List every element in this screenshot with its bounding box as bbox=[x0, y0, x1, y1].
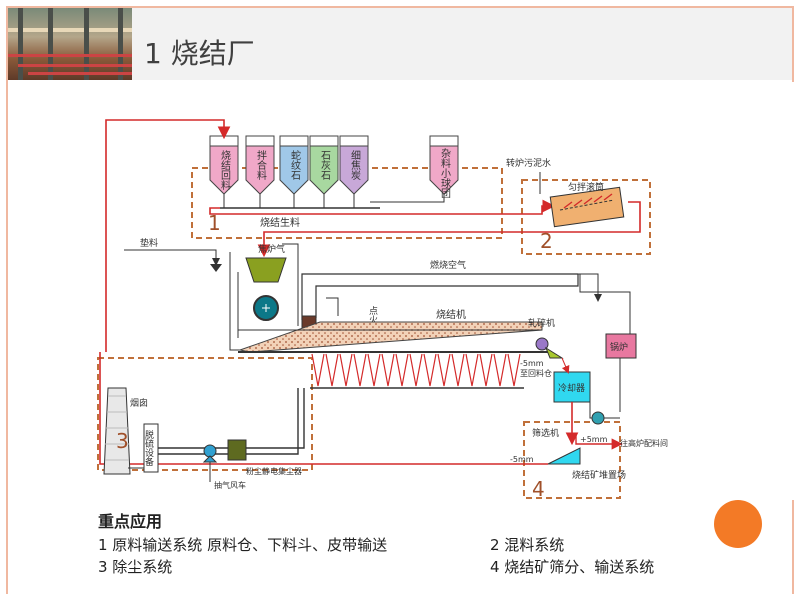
bin-misc-pellets bbox=[429, 135, 459, 195]
surge-hopper bbox=[245, 257, 287, 283]
boiler bbox=[605, 333, 637, 359]
undersize-return-line bbox=[99, 352, 548, 465]
bin-label-serpentine: 蛇纹石 bbox=[289, 149, 301, 180]
wind-boxes bbox=[311, 353, 521, 387]
label-esp: 粉尘静电集尘器 bbox=[246, 466, 302, 476]
label-cooler: 冷却器 bbox=[558, 382, 585, 394]
label-mixer: 匀拌滚筒 bbox=[568, 181, 604, 193]
label-crusher: 轧碎机 bbox=[528, 317, 555, 329]
notes-heading: 重点应用 bbox=[98, 512, 163, 531]
label-exhaust-fan: 抽气风车 bbox=[214, 480, 246, 490]
label-ignition: 点火炉 bbox=[367, 306, 378, 334]
label-sinter-raw: 烧结生料 bbox=[260, 216, 300, 229]
mixer-drum bbox=[549, 186, 625, 228]
label-minus5-return: -5mm bbox=[520, 359, 544, 368]
bin-label-return-fines: 烧结回料 bbox=[219, 149, 231, 191]
note-item-1: 1 原料输送系统 原料仓、下料斗、皮带输送 bbox=[98, 536, 388, 554]
bin-fine-coke bbox=[339, 135, 369, 195]
sinter-bed bbox=[238, 321, 543, 353]
raw-mix-line bbox=[209, 199, 556, 215]
label-minus5-screen: -5mm bbox=[510, 455, 534, 464]
bin-label-limestone: 石灰石 bbox=[319, 150, 331, 180]
zone-2-box bbox=[521, 179, 651, 255]
page-title: 1 烧结厂 bbox=[144, 37, 255, 70]
label-bedding: 垫料 bbox=[140, 237, 158, 249]
label-plus5: +5mm bbox=[580, 435, 608, 444]
electrostatic-precipitator bbox=[227, 439, 247, 461]
zone-1-number: 1 bbox=[208, 211, 221, 235]
zone-2-number: 2 bbox=[540, 229, 553, 253]
label-converter-mud: 转炉污泥水 bbox=[506, 157, 551, 169]
label-desulfur: 脱硫设备 bbox=[143, 429, 154, 466]
slide-frame-left bbox=[6, 6, 8, 594]
label-coke-gas: 焦炉气 bbox=[258, 243, 285, 255]
bin-label-misc-pellets: 杂料小球团 bbox=[439, 148, 451, 199]
label-chimney: 烟囱 bbox=[130, 397, 148, 409]
label-boiler: 锅炉 bbox=[610, 341, 628, 353]
crusher bbox=[535, 337, 549, 351]
label-to-blast-furnace: 往高炉配料间 bbox=[620, 438, 668, 448]
bin-label-fine-coke: 细焦炭 bbox=[349, 149, 361, 181]
header-band bbox=[8, 8, 792, 80]
note-item-3: 3 除尘系统 bbox=[98, 558, 173, 576]
note-item-4: 4 烧结矿筛分、输送系统 bbox=[490, 558, 655, 576]
bin-serpentine bbox=[279, 135, 309, 195]
zone-4-box bbox=[523, 421, 621, 499]
bin-label-mixed: 拌合料 bbox=[255, 149, 267, 181]
return-fines-line bbox=[105, 119, 231, 352]
exhaust-fan bbox=[203, 444, 217, 458]
bedding-line bbox=[124, 249, 220, 266]
zone-4-number: 4 bbox=[532, 477, 545, 500]
label-screen: 筛选机 bbox=[532, 427, 559, 439]
chimney bbox=[103, 387, 131, 475]
label-to-return-bin: 至回料仓 bbox=[520, 368, 552, 378]
cooler bbox=[553, 371, 591, 403]
zone-3-number: 3 bbox=[116, 429, 129, 453]
label-combustion-air: 燃烧空气 bbox=[430, 259, 466, 271]
decorative-orange-dot bbox=[714, 500, 762, 548]
bin-return-fines bbox=[209, 135, 239, 195]
slide-frame-top bbox=[6, 6, 794, 8]
label-sinter-machine: 烧结机 bbox=[436, 308, 466, 321]
sinter-plant-diagram: 烧结回料 拌合料 蛇纹石 石灰石 细焦炭 杂料小球团 烧结生料 匀拌滚筒 转炉污… bbox=[80, 82, 800, 500]
bin-mixed-material bbox=[245, 135, 275, 195]
note-item-2: 2 混料系统 bbox=[490, 536, 565, 554]
bin-limestone bbox=[309, 135, 339, 195]
header-photo bbox=[8, 8, 132, 80]
zone-3-box bbox=[97, 357, 313, 471]
label-stockyard: 烧结矿堆置场 bbox=[572, 469, 626, 481]
combustion-air-line bbox=[301, 273, 578, 320]
mixed-feed-line bbox=[257, 201, 641, 258]
sinter-stockyard bbox=[547, 447, 581, 465]
cooler-fan bbox=[591, 411, 605, 425]
